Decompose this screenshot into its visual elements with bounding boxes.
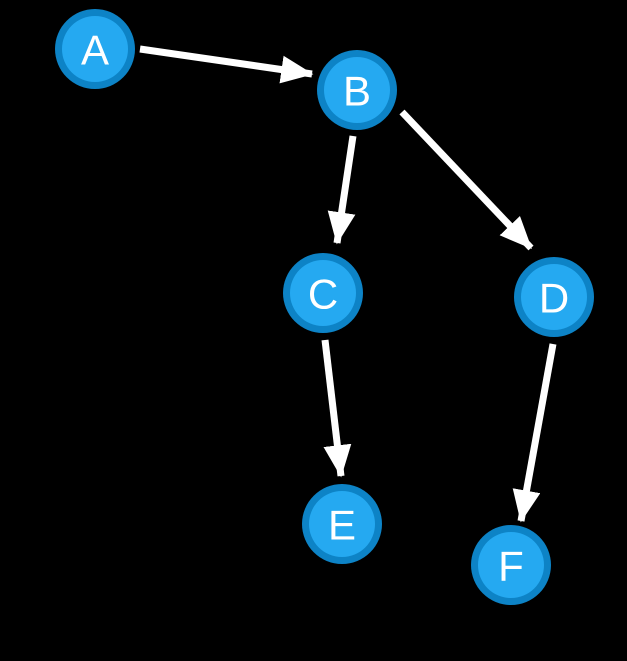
node-F[interactable]: F bbox=[471, 525, 551, 605]
node-E[interactable]: E bbox=[302, 484, 382, 564]
nodes-layer: A B C D E F bbox=[55, 9, 594, 605]
node-A[interactable]: A bbox=[55, 9, 135, 89]
node-D[interactable]: D bbox=[514, 257, 594, 337]
node-circle bbox=[324, 57, 390, 123]
edge-B-D bbox=[399, 109, 534, 251]
edge-C-E bbox=[321, 339, 352, 478]
edges-layer bbox=[139, 45, 557, 523]
node-C[interactable]: C bbox=[283, 253, 363, 333]
edge-D-F bbox=[512, 343, 557, 523]
node-circle bbox=[309, 491, 375, 557]
edge-A-B bbox=[139, 45, 314, 84]
node-B[interactable]: B bbox=[317, 50, 397, 130]
edge-B-C bbox=[327, 135, 357, 245]
node-circle bbox=[521, 264, 587, 330]
node-circle bbox=[290, 260, 356, 326]
node-circle bbox=[478, 532, 544, 598]
node-circle bbox=[62, 16, 128, 82]
